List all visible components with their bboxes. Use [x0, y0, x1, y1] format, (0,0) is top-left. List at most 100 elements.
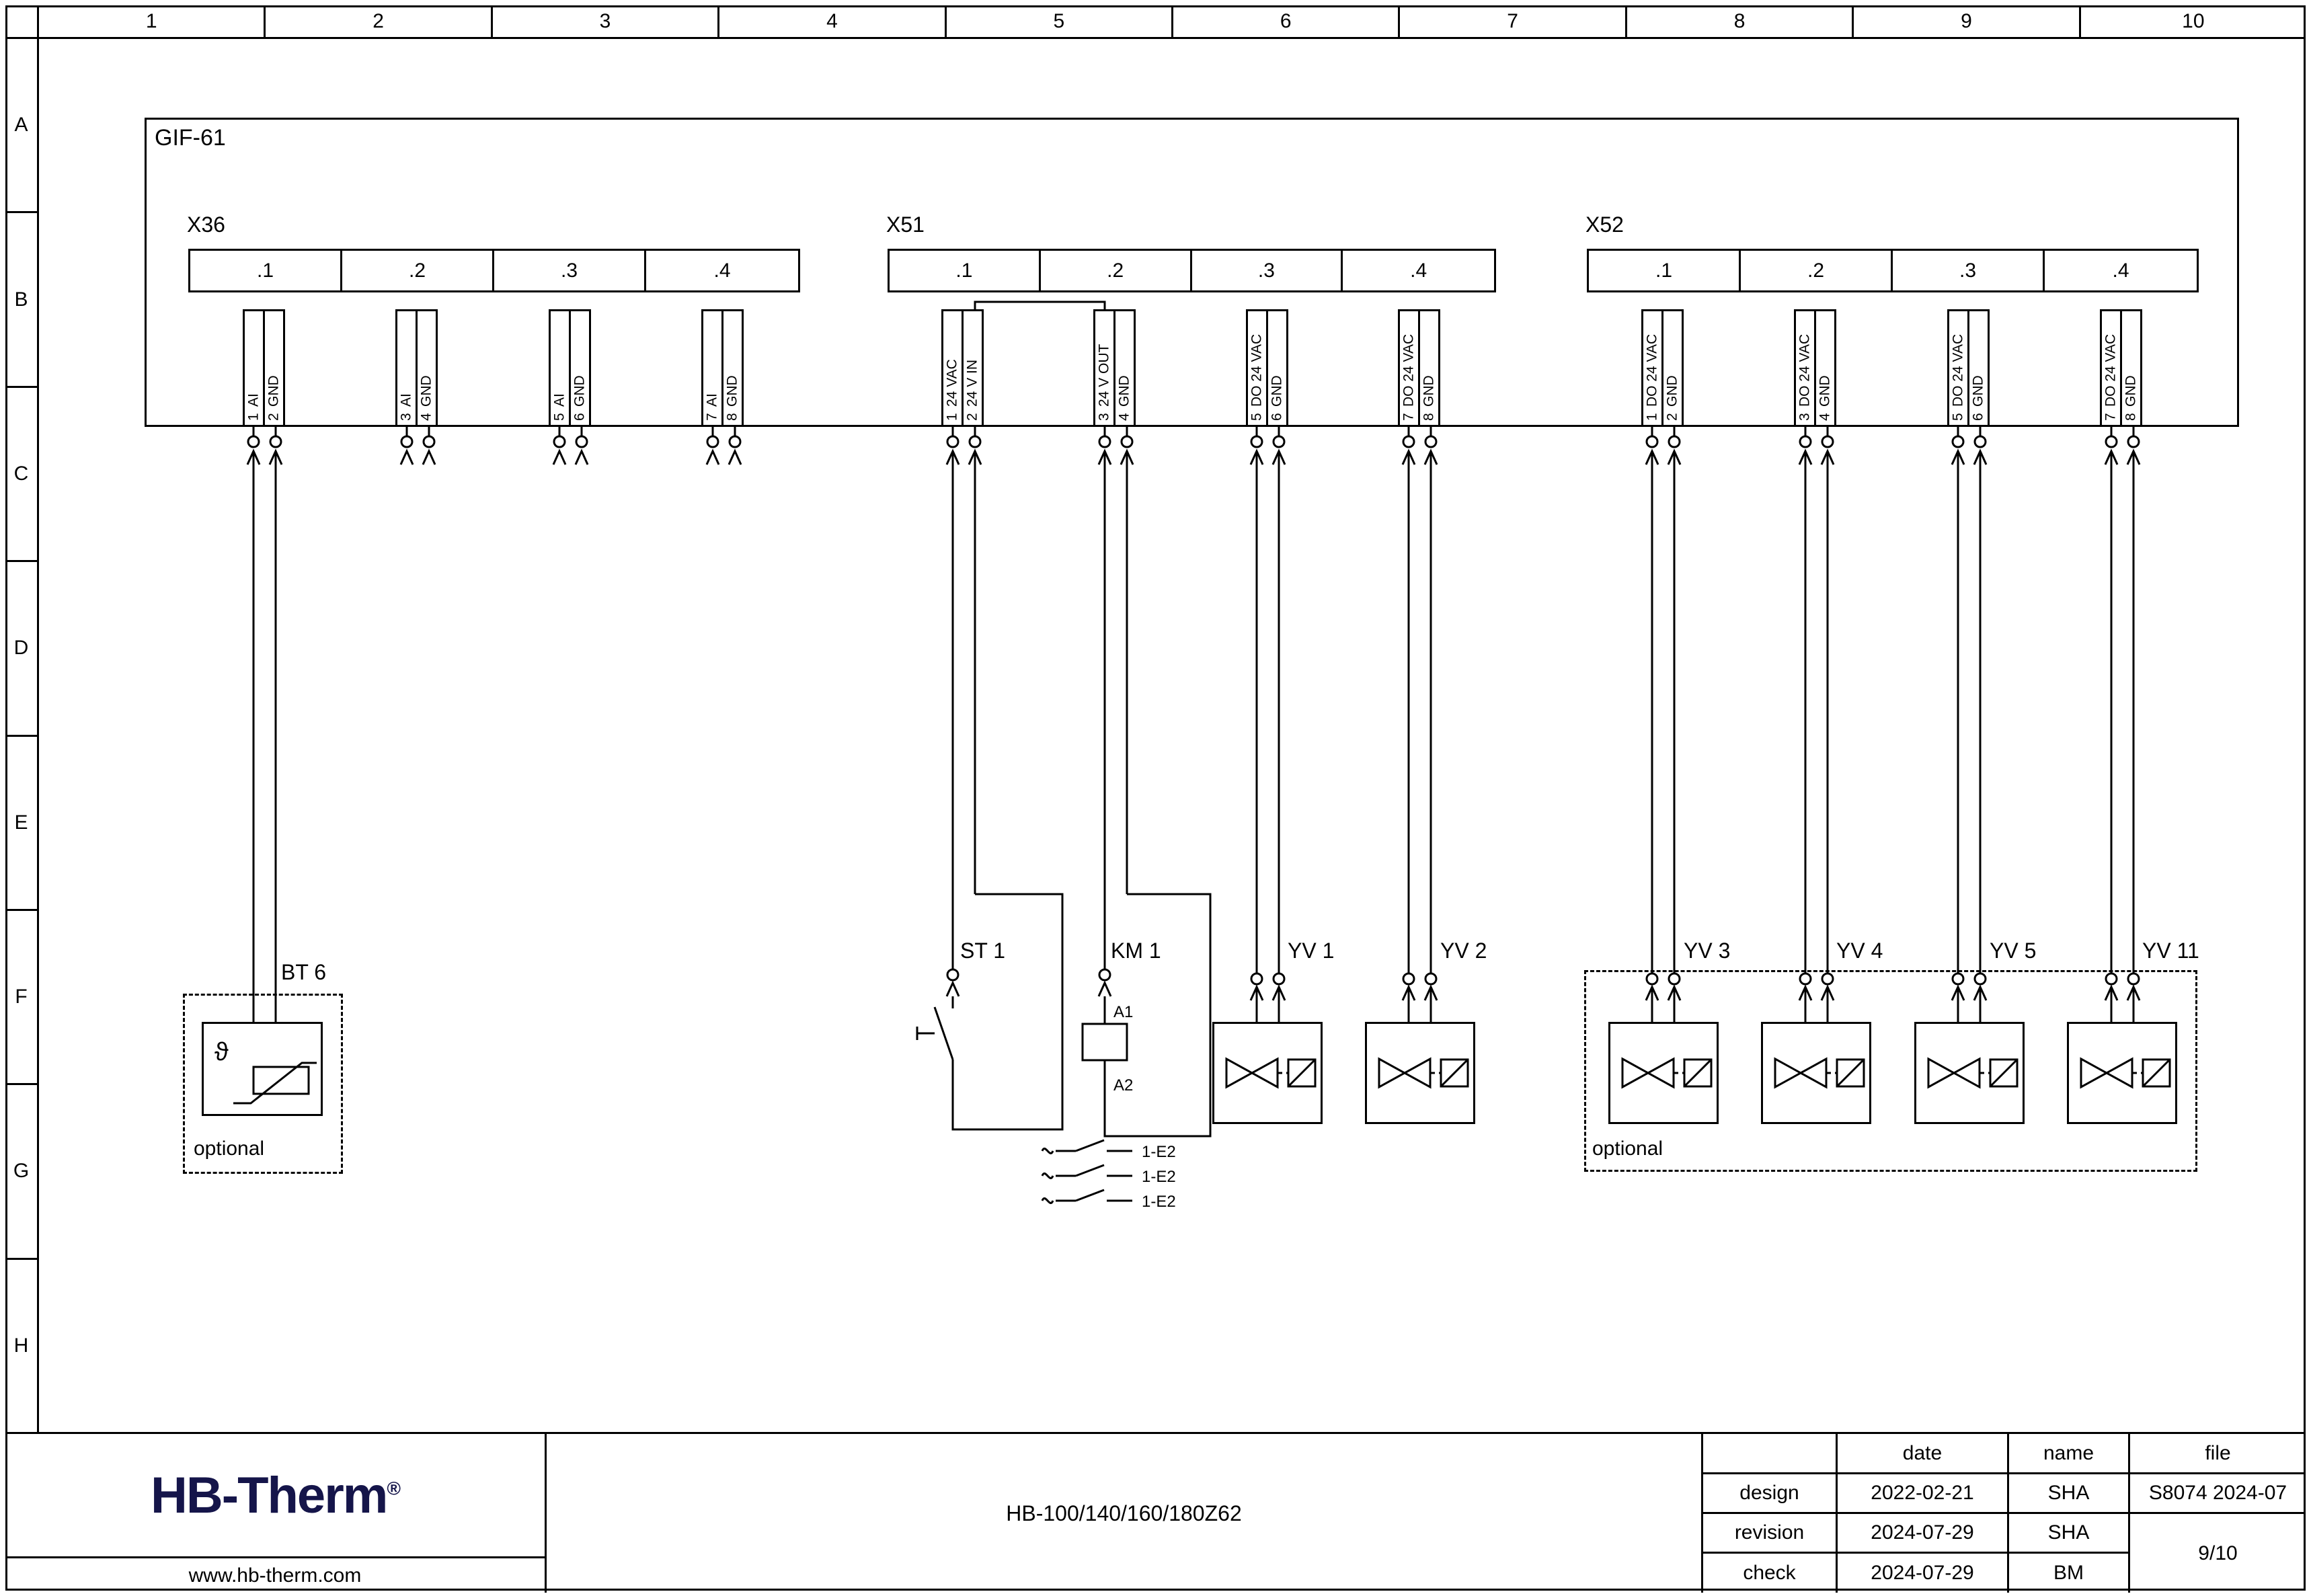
wire-yv1 [1255, 451, 1280, 1022]
bt6-label: BT 6 [281, 960, 326, 984]
wire-yv4 [1804, 451, 1829, 1022]
terminal-signal: GND [572, 375, 588, 407]
solenoid-valve-icon [1774, 1057, 1865, 1089]
registered-mark-icon: ® [387, 1478, 401, 1499]
terminal-pin: 7 [704, 413, 720, 421]
file-value: S8074 2024-07 [2128, 1474, 2306, 1514]
plug-icon [728, 426, 742, 466]
terminal-pin: 5 [1950, 413, 1966, 421]
solenoid-valve-icon [2080, 1057, 2171, 1089]
ruler-row: C [5, 388, 37, 563]
ruler-row: H [13, 1334, 29, 1357]
terminal-pin: 6 [1970, 413, 1986, 421]
terminal-signal: AI [704, 393, 720, 407]
column-header-file: file [2128, 1434, 2306, 1474]
yv4-valve-box [1761, 1022, 1871, 1124]
slot-label: .1 [190, 251, 342, 290]
terminal-signal: GND [2123, 375, 2139, 407]
yv11-valve-box [2067, 1022, 2177, 1124]
bt6-optional-box [183, 994, 343, 1174]
terminal: 1 24 VAC [941, 309, 964, 427]
terminal-pin: 1 [944, 413, 960, 421]
valves-optional-box [1584, 970, 2197, 1172]
ruler-row: E [5, 737, 37, 911]
table-cell-empty [1701, 1434, 1836, 1474]
terminal-signal: GND [724, 375, 740, 407]
column-header-date: date [1836, 1434, 2007, 1474]
terminal-signal: AI [398, 393, 414, 407]
slot-label: .1 [1589, 251, 1741, 290]
terminal-signal: DO 24 VAC [1797, 334, 1813, 407]
terminal-pin: 1 [1644, 413, 1660, 421]
terminal-pin: 6 [572, 413, 588, 421]
terminal-pin: 2 [964, 413, 980, 421]
terminal-signal: DO 24 VAC [2103, 334, 2119, 407]
company-logo: HB-Therm® [5, 1434, 545, 1556]
terminal-signal: GND [1817, 375, 1833, 407]
grid-ruler-top: 1 2 3 4 5 6 7 8 9 10 [39, 5, 2306, 39]
yv5-valve-box [1914, 1022, 2025, 1124]
page-number: 9/10 [2128, 1514, 2306, 1593]
plug-icon [945, 968, 960, 998]
slot-label: .4 [2112, 259, 2129, 282]
ruler-row: A [5, 39, 37, 214]
terminal-signal: GND [1664, 375, 1680, 407]
km1-a1-label: A1 [1113, 1003, 1133, 1021]
ruler-corner [5, 5, 39, 39]
plug-icon [399, 426, 414, 466]
yv11-label: YV 11 [2142, 939, 2199, 963]
terminal-pin: 7 [2103, 413, 2119, 421]
ruler-column: 5 [947, 5, 1174, 37]
yv2-label: YV 2 [1440, 939, 1487, 963]
terminal: 3 DO 24 VAC [1794, 309, 1816, 427]
grid-ruler-left: A B C D E F G H [5, 39, 39, 1432]
revision-name: SHA [2007, 1514, 2128, 1554]
slot-label: .4 [713, 259, 731, 282]
aux-contact-symbol [1041, 1164, 1132, 1179]
terminal-signal: DO 24 VAC [1950, 334, 1966, 407]
terminal-pin: 4 [1116, 413, 1132, 421]
yv1-valve-box [1212, 1022, 1323, 1124]
terminal: 6 GND [569, 309, 591, 427]
design-date: 2022-02-21 [1836, 1474, 2007, 1514]
plug-icon [422, 426, 436, 466]
terminal-signal: DO 24 VAC [1249, 334, 1265, 407]
ruler-column: 4 [719, 5, 947, 37]
terminal: 5 DO 24 VAC [1947, 309, 1969, 427]
terminal-signal: DO 24 VAC [1644, 334, 1660, 407]
wire-yv11 [2110, 451, 2135, 1022]
terminal-pin: 3 [1797, 413, 1813, 421]
ruler-row: B [5, 213, 37, 388]
terminal-signal: AI [551, 393, 567, 407]
yv5-label: YV 5 [1990, 939, 2037, 963]
terminal: 7 DO 24 VAC [1398, 309, 1420, 427]
terminal-pin: 4 [418, 413, 434, 421]
yv3-valve-box [1608, 1022, 1719, 1124]
connector-label-x36: X36 [187, 212, 225, 237]
ruler-column: 9 [1854, 5, 2081, 37]
row-label-revision: revision [1701, 1514, 1836, 1554]
connector-x51: .1 .2 .3 .4 [888, 249, 1496, 292]
ruler-column: 8 [1627, 5, 1854, 37]
terminal-signal: DO 24 VAC [1401, 334, 1417, 407]
wire-link-x51 [974, 301, 1106, 311]
terminal-pin: 7 [1401, 413, 1417, 421]
terminal-signal: 24 VAC [944, 359, 960, 407]
